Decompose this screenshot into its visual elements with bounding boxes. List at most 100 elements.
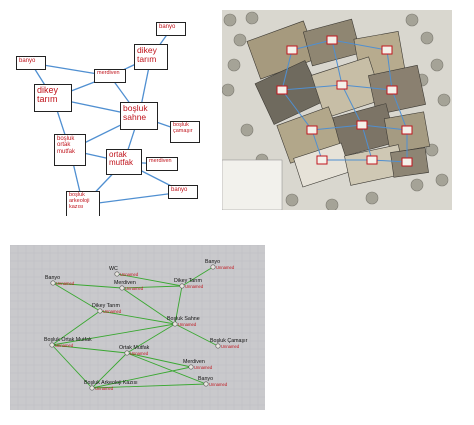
bubble-node-bosluk-arkeoloji: boşluk arkeoloji kazısı [66, 191, 100, 216]
graph-edge [174, 323, 219, 347]
site-marker [386, 85, 398, 95]
tree-icon [365, 191, 379, 205]
site-network-edge [281, 49, 293, 91]
site-marker [326, 35, 338, 45]
graph-node-label: WC [109, 266, 118, 272]
tree-icon [245, 11, 259, 25]
graph-node-point [114, 271, 120, 277]
grasshopper-canvas [10, 245, 265, 410]
graph-node-label: Boşluk Sahne [167, 316, 200, 322]
tree-icon [227, 58, 241, 72]
site-network-edge [371, 159, 408, 163]
bubble-node-dikey-tarim-right: dikey tarım [134, 44, 168, 70]
graph-node-sublabel: Unnamed [221, 344, 240, 349]
graph-node-label: Ortak Mutfak [119, 345, 150, 351]
graph-node-point [188, 364, 194, 370]
graph-node-label: Banyo [198, 376, 214, 382]
bubble-node-bosluk-sahne: boşluk sahne [120, 102, 158, 130]
bubble-node-banyo-left: banyo [16, 56, 46, 70]
graph-node-point [50, 280, 56, 286]
site-network-edge [281, 89, 313, 131]
site-network-edge [341, 84, 363, 126]
site-marker [381, 45, 393, 55]
graph-edge [91, 352, 128, 389]
graph-edge [116, 273, 183, 287]
tree-icon [223, 13, 237, 27]
tree-icon [285, 193, 299, 207]
tree-icon [437, 93, 451, 107]
graph-node-sublabel: Unnamed [130, 351, 149, 356]
graph-edge [91, 383, 207, 389]
tree-icon [430, 58, 444, 72]
graph-edge [51, 323, 176, 346]
graph-node-sublabel: Unnamed [125, 286, 144, 291]
graph-node-label: Merdiven [183, 359, 205, 365]
bubble-node-bosluk-ortak-mutfak: boşluk ortak mutfak [54, 134, 86, 166]
graph-node-sublabel: Unnamed [95, 386, 114, 391]
graph-node-sublabel: Unnamed [178, 322, 197, 327]
tree-icon [425, 143, 439, 157]
graph-node-label: Banyo [205, 259, 221, 265]
graph-node-point [215, 343, 221, 349]
graph-edge [174, 285, 183, 325]
graph-node-sublabel: Unnamed [55, 343, 74, 348]
graph-node-point [119, 285, 125, 291]
tree-icon [420, 31, 434, 45]
site-network-edge [311, 129, 323, 161]
bubble-node-ortak-mutfak: ortak mutfak [106, 149, 142, 175]
graph-node-point [203, 381, 209, 387]
graph-node-point [97, 308, 103, 314]
graph-node-sublabel: Unnamed [103, 309, 122, 314]
tree-icon [233, 33, 247, 47]
site-marker [286, 45, 298, 55]
site-marker [401, 157, 413, 167]
site-network-edge [361, 124, 408, 131]
graph-node-point [89, 385, 95, 391]
site-network-edge [331, 39, 388, 51]
site-network-edge [391, 89, 408, 131]
graph-edge [52, 282, 101, 312]
tree-icon [325, 198, 339, 210]
site-marker [306, 125, 318, 135]
graph-node-label: Merdiven [114, 280, 136, 286]
site-network-edge [311, 124, 363, 131]
tree-icon [405, 13, 419, 27]
graph-node-label: Boşluk Çamaşır [210, 338, 248, 344]
graph-node-label: Boşluk Ortak Mutfak [44, 337, 92, 343]
paved-area [222, 159, 283, 210]
graph-node-label: Dikey Tarım [174, 278, 202, 284]
bubble-node-merdiven-bottom: merdiven [146, 157, 178, 171]
graph-edge [51, 344, 93, 389]
site-network-edge [331, 39, 343, 86]
graph-edge [126, 323, 176, 354]
site-marker [366, 155, 378, 165]
graph-edge [126, 352, 192, 368]
bubble-node-merdiven-top: merdiven [94, 69, 126, 83]
graph-node-point [179, 283, 185, 289]
graph-node-sublabel: Unnamed [56, 281, 75, 286]
graph-edge [126, 352, 207, 385]
bubble-node-bosluk-camasir: boşluk çamaşır [170, 121, 200, 143]
site-network-edge [386, 49, 393, 91]
site-network-edge [341, 84, 393, 91]
graph-node-point [172, 321, 178, 327]
graph-edge [51, 310, 101, 346]
graph-edge [121, 287, 176, 325]
graph-node-sublabel: Unnamed [185, 284, 204, 289]
graph-node-sublabel: Unnamed [209, 382, 228, 387]
graph-edge [51, 344, 128, 354]
graph-edge [91, 366, 192, 389]
site-plan-drawing [222, 10, 452, 210]
site-network-edge [281, 84, 343, 91]
graph-node-point [210, 264, 216, 270]
site-marker [276, 85, 288, 95]
graph-edge [99, 310, 176, 325]
site-network-edge [291, 39, 333, 51]
graph-node-label: Banyo [45, 275, 61, 281]
graph-node-point [124, 350, 130, 356]
site-plan [222, 10, 452, 210]
bubble-node-banyo-top: banyo [156, 22, 186, 36]
bubble-node-banyo-bottom: banyo [168, 185, 198, 199]
site-network-edge [361, 124, 373, 161]
